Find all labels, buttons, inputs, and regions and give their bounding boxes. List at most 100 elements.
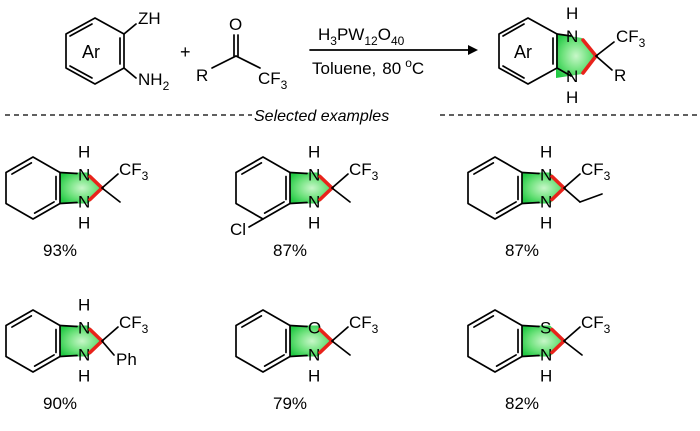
catalyst-label: H3PW12O40 — [318, 25, 405, 48]
bottom-heteroatom: N — [540, 346, 552, 365]
ring-bond — [289, 171, 308, 175]
cf3-label: CF3 — [119, 160, 149, 183]
ring-bond — [59, 324, 78, 328]
new-bond-bottom — [550, 339, 566, 355]
reactant-aryl-amine: Ar ZH NH2 — [65, 9, 170, 93]
arrow-head — [468, 45, 478, 55]
product-bottom-h: H — [566, 88, 578, 107]
product-top-h: H — [566, 4, 578, 23]
benzene-ring — [5, 309, 61, 373]
cf3-bond — [331, 173, 349, 189]
yield-label: 79% — [273, 394, 307, 413]
cf3-bond — [331, 326, 349, 342]
new-bond-bottom — [88, 186, 104, 202]
ethyl-bond — [579, 193, 603, 203]
aromatic-double-bond — [495, 354, 517, 367]
aromatic-double-bond — [473, 315, 495, 328]
methyl-bond — [563, 340, 583, 356]
ring-bond — [521, 171, 540, 175]
bottom-heteroatom: N — [78, 193, 90, 212]
ring-bond — [289, 354, 308, 358]
cf3-bond — [101, 173, 119, 189]
bottom-n-hydrogen: H — [540, 214, 552, 233]
top-n-hydrogen: H — [78, 296, 90, 315]
benzene-ring — [235, 309, 291, 373]
product-general: Ar H N N H CF3 R — [498, 4, 646, 107]
benzene-ring — [467, 309, 523, 373]
benzene-ring — [5, 156, 61, 220]
product-ring-label: Ar — [514, 42, 532, 62]
new-bond-top — [550, 327, 566, 343]
yield-label: 87% — [273, 241, 307, 260]
product-cf3: CF3 — [616, 27, 646, 50]
new-bond-bottom — [318, 186, 334, 202]
new-bond-bottom — [318, 339, 334, 355]
yield-label: 90% — [43, 394, 77, 413]
new-bond-top — [318, 174, 334, 190]
aromatic-double-bond — [33, 354, 55, 367]
top-heteroatom: N — [540, 166, 552, 185]
top-heteroatom: S — [540, 319, 551, 338]
aromatic-double-bond — [241, 162, 263, 175]
yield-label: 87% — [505, 241, 539, 260]
new-bond-top — [318, 327, 334, 343]
reactant1-zh-group: ZH — [138, 9, 161, 28]
cf3-bond — [101, 326, 119, 342]
aromatic-double-bond — [241, 315, 263, 328]
bottom-heteroatom: N — [308, 346, 320, 365]
cf3-label: CF3 — [581, 313, 611, 336]
top-heteroatom: O — [308, 319, 321, 338]
examples-grid: NNHHCF393%NNHHCF3Cl87%NNHHCF387%NNHHCF3P… — [5, 143, 611, 413]
ring-bond — [59, 171, 78, 175]
cf3-label: CF3 — [581, 160, 611, 183]
aromatic-double-bond — [33, 201, 55, 214]
yield-label: 82% — [505, 394, 539, 413]
plus-sign: + — [180, 42, 191, 62]
bottom-n-hydrogen: H — [78, 214, 90, 233]
new-bond-top — [581, 38, 598, 58]
ring-bond — [521, 324, 540, 328]
selected-examples-label: Selected examples — [254, 108, 389, 125]
top-n-hydrogen: H — [78, 143, 90, 162]
reactant1-ring-label: Ar — [82, 42, 100, 62]
top-heteroatom: N — [308, 166, 320, 185]
benzene-ring — [235, 156, 291, 220]
top-n-hydrogen: H — [308, 143, 320, 162]
methyl-bond — [331, 340, 351, 356]
benzene-ring — [467, 156, 523, 220]
ring-bond — [59, 354, 78, 358]
cf3-bond — [563, 326, 581, 342]
bottom-heteroatom: N — [540, 193, 552, 212]
top-heteroatom: N — [78, 166, 90, 185]
bottom-heteroatom: N — [78, 346, 90, 365]
product-top-n: N — [566, 27, 578, 46]
new-bond-bottom — [550, 186, 566, 202]
aromatic-double-bond — [11, 315, 33, 328]
cf3-bond — [563, 173, 581, 189]
cf3-label: CF3 — [349, 160, 379, 183]
reactant2-r-group: R — [196, 66, 208, 85]
ring-bond — [59, 201, 78, 205]
ethyl-bond — [563, 187, 581, 203]
ring-bond — [521, 201, 540, 205]
ring-bond — [289, 324, 308, 328]
reactant1-nh2-group: NH2 — [138, 70, 170, 93]
top-heteroatom: N — [78, 319, 90, 338]
cf3-label: CF3 — [349, 313, 379, 336]
chloro-label: Cl — [230, 220, 246, 239]
product-bottom-n: N — [566, 67, 578, 86]
carbonyl-oxygen: O — [229, 15, 242, 34]
top-n-hydrogen: H — [540, 143, 552, 162]
phenyl-label: Ph — [116, 350, 137, 369]
ring-bond — [289, 201, 308, 205]
chloro-bond — [248, 218, 264, 228]
new-bond-top — [88, 174, 104, 190]
aromatic-double-bond — [11, 162, 33, 175]
